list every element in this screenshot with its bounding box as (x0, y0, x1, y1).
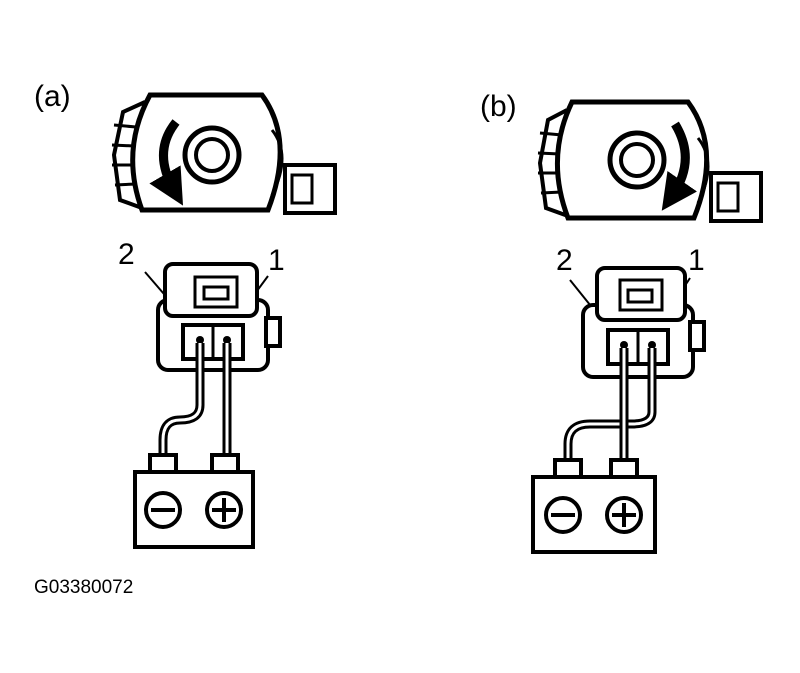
panel-a-terminal-2 (196, 336, 204, 344)
panel-a-battery (133, 453, 255, 549)
panel-b-terminal-2 (620, 341, 628, 349)
panel-a-pin-left-label: 2 (118, 238, 135, 271)
panel-a-rotation-arrow (149, 119, 184, 206)
panel-a: (a) 2 1 (34, 80, 337, 549)
panel-b-connector (581, 266, 706, 379)
panel-b-motor (537, 99, 763, 223)
panel-b-label: (b) (480, 90, 517, 123)
panel-a-motor (111, 92, 337, 215)
panel-a-terminal-1 (223, 336, 231, 344)
panel-a-label: (a) (34, 80, 71, 113)
figure-code: G03380072 (34, 577, 133, 598)
panel-a-pin-right-label: 1 (268, 244, 285, 277)
panel-a-connector (156, 262, 282, 372)
panel-b-rotation-arrow (661, 121, 698, 211)
panel-b-battery (531, 458, 657, 554)
panel-b-pin-left-label: 2 (556, 244, 573, 277)
panel-b-terminal-1 (648, 341, 656, 349)
panel-b-pin-right-label: 1 (688, 244, 705, 277)
panel-b: (b) 2 1 (480, 90, 763, 554)
